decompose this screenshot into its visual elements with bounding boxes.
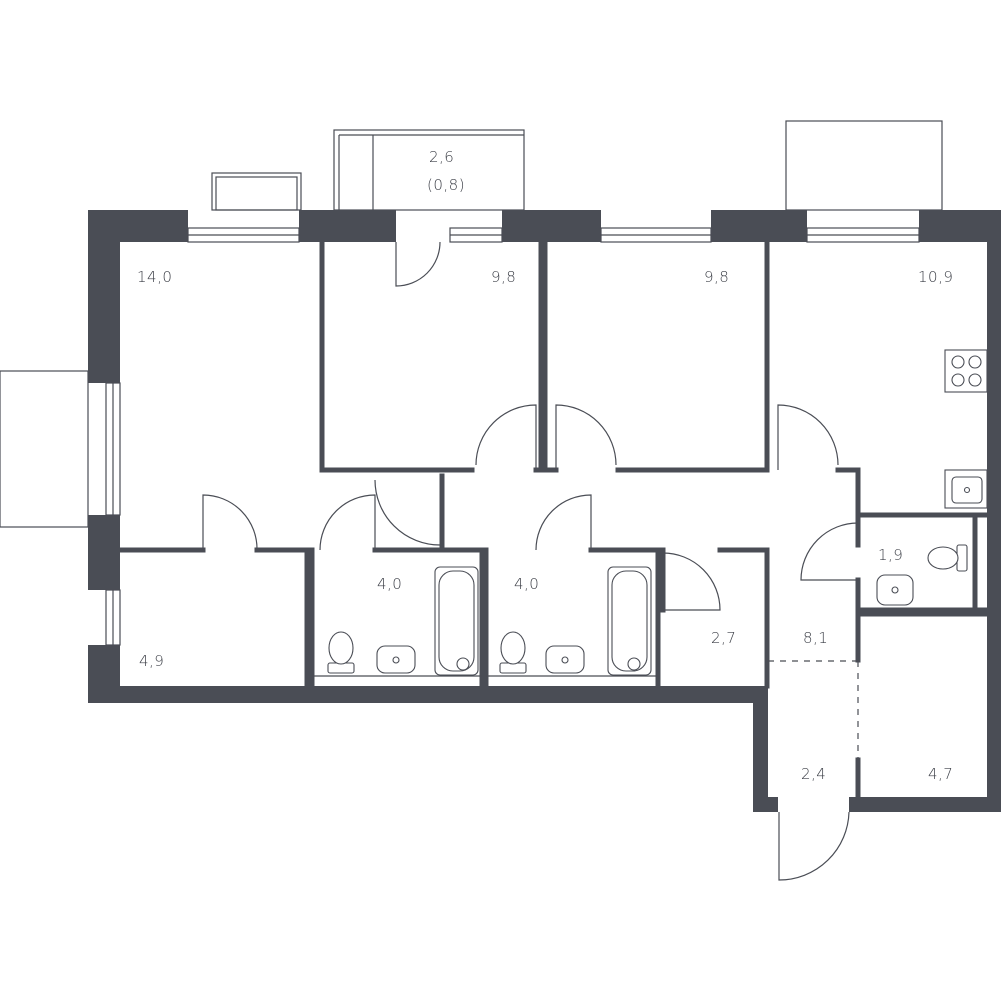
hallway-area: 8,1 — [803, 629, 828, 647]
wc-area: 1,9 — [878, 546, 903, 564]
bedroom-a-area: 9,8 — [491, 268, 516, 286]
kitchen-area: 10,9 — [918, 268, 953, 286]
living-room-area: 14,0 — [137, 268, 172, 286]
exterior-walls — [88, 210, 1001, 812]
interior-walls — [117, 239, 990, 800]
zone-boundaries — [768, 660, 859, 760]
storage-area: 2,7 — [711, 629, 736, 647]
doors — [202, 241, 859, 881]
bedroom-b-area: 9,8 — [704, 268, 729, 286]
faucet-icon — [456, 657, 641, 671]
toilet-icon — [927, 544, 968, 572]
windows — [105, 227, 920, 646]
sink-icon — [376, 645, 416, 674]
sink-icon — [545, 645, 585, 674]
sink-icon — [876, 574, 914, 606]
small-room-area: 4,9 — [139, 652, 164, 670]
toilet-icon — [499, 631, 527, 674]
kitchen-sink-icon — [944, 469, 988, 509]
bathtub-icon — [434, 566, 479, 676]
bathtub-icon — [607, 566, 652, 676]
bathroom-a-area: 4,0 — [377, 575, 402, 593]
balcony-outlines — [0, 120, 943, 528]
stove-icon — [944, 349, 988, 393]
bathroom-b-area: 4,0 — [514, 575, 539, 593]
entrance-area: 2,4 — [801, 765, 826, 783]
toilet-icon — [327, 631, 355, 674]
balcony-reduced-area: (0,8) — [427, 176, 465, 194]
utility-room-area: 4,7 — [928, 765, 953, 783]
balcony-area: 2,6 — [429, 148, 454, 166]
